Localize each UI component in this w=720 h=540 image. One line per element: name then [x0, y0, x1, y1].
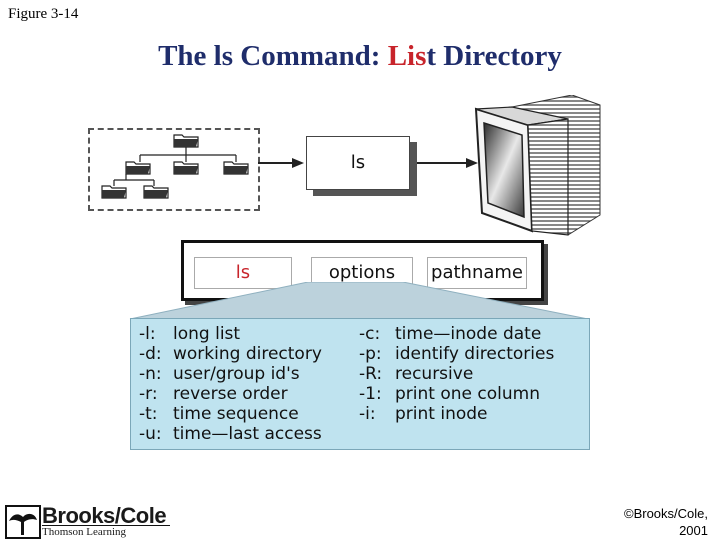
arrow-tree-to-ls: [258, 158, 304, 168]
folder-icon: [173, 161, 199, 175]
folder-icon: [101, 185, 127, 199]
folder-icon: [223, 161, 249, 175]
publisher-name: Brooks/Cole: [42, 503, 167, 528]
ls-command-label: ls: [350, 152, 366, 173]
pathname-segment: pathname: [427, 257, 527, 289]
title-part1: The ls Command:: [158, 40, 388, 72]
logo-divider: [42, 525, 170, 526]
option-key: -c:: [359, 324, 381, 344]
option-key: -r:: [139, 384, 158, 404]
copyright-line1: ©Brooks/Cole,: [624, 506, 708, 521]
tree-logo-icon: [5, 505, 41, 539]
publisher-subtitle: Thomson Learning: [42, 526, 127, 538]
option-desc: identify directories: [395, 344, 555, 364]
option-key: -l:: [139, 324, 156, 344]
option-key: -t:: [139, 404, 158, 424]
copyright-line2: 2001: [679, 523, 708, 538]
option-desc: time—last access: [173, 424, 322, 444]
options-callout-funnel: [129, 282, 589, 320]
title-part2: t Directory: [426, 40, 562, 72]
option-desc: long list: [173, 324, 241, 344]
folder-icon: [173, 134, 199, 148]
folder-icon: [143, 185, 169, 199]
arrow-ls-to-monitor: [416, 158, 478, 168]
directory-tree-graphic: [101, 134, 249, 199]
ls-command-box: ls: [306, 136, 410, 190]
option-desc: time sequence: [173, 404, 299, 424]
option-key: -p:: [359, 344, 382, 364]
command-name-segment: ls: [194, 257, 292, 289]
option-desc: print one column: [395, 384, 540, 404]
option-key: -u:: [139, 424, 162, 444]
option-desc: working directory: [173, 344, 322, 364]
option-desc: print inode: [395, 404, 488, 424]
copyright-notice: ©Brooks/Cole, 2001: [580, 505, 708, 539]
title-highlight: Lis: [387, 40, 427, 72]
option-desc: user/group id's: [173, 364, 300, 384]
computer-monitor-icon: [474, 95, 601, 236]
page-title: The ls Command: List Directory: [0, 40, 720, 73]
figure-label: Figure 3-14: [8, 6, 79, 22]
folder-icon: [125, 161, 151, 175]
option-key: -i:: [359, 404, 376, 424]
directory-tree: [88, 128, 260, 211]
option-key: -1:: [359, 384, 382, 404]
option-key: -R:: [359, 364, 383, 384]
option-desc: recursive: [395, 364, 474, 384]
option-desc: time—inode date: [395, 324, 542, 344]
option-desc: reverse order: [173, 384, 288, 404]
option-key: -n:: [139, 364, 162, 384]
options-panel: -l: long list -d: working directory -n: use…: [130, 318, 590, 450]
option-key: -d:: [139, 344, 162, 364]
